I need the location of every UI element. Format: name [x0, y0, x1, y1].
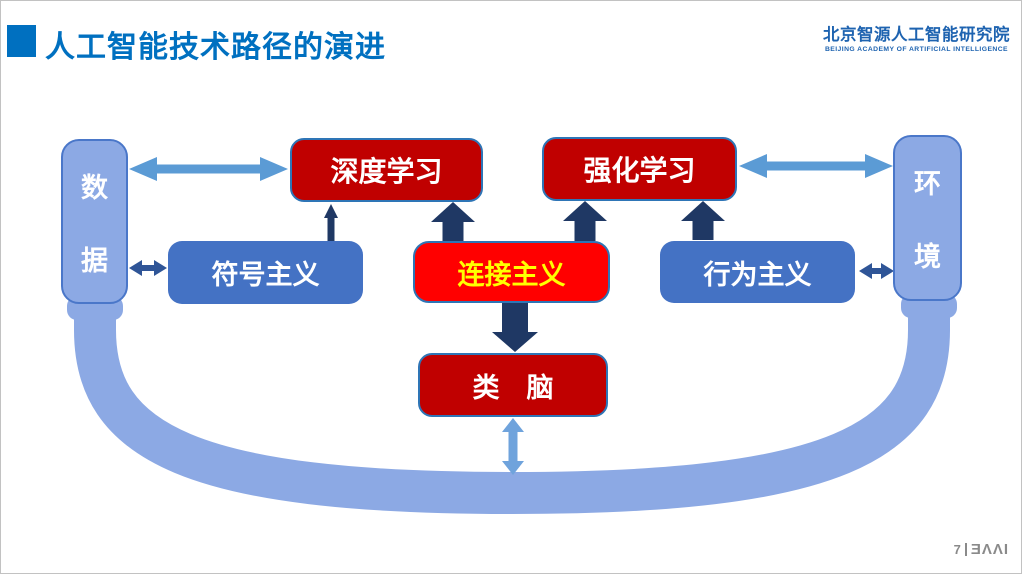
node-data-char-2: 据 [81, 245, 108, 276]
node-connectionism: 连接主义 [413, 241, 610, 303]
footer-divider [964, 543, 967, 556]
node-brain-inspired: 类 脑 [418, 353, 608, 417]
footer: 7 ƎΛΛI [954, 541, 1009, 558]
baai-footer-logo: ƎΛΛI [970, 541, 1009, 558]
arrow-rl-environment [739, 154, 893, 178]
node-symbolism: 符号主义 [168, 241, 363, 304]
brand-name-cn: 北京智源人工智能研究院 [823, 26, 1010, 44]
data-environment-loop-band [74, 296, 950, 515]
arrow-connectionism-deeplearning [431, 202, 475, 241]
arrow-behaviorism-environment [859, 263, 894, 279]
arrow-data-deeplearning [129, 157, 288, 181]
node-behaviorism: 行为主义 [660, 241, 855, 303]
node-environment: 环 境 [893, 135, 962, 301]
brand-name-en: BEIJING ACADEMY OF ARTIFICIAL INTELLIGEN… [824, 46, 1009, 53]
node-environment-char-1: 环 [914, 169, 941, 199]
arrow-data-symbolism [129, 260, 167, 276]
page-title: 人工智能技术路径的演进 [45, 31, 386, 64]
brand-logo: 北京智源人工智能研究院 BEIJING ACADEMY OF ARTIFICIA… [823, 21, 1010, 53]
arrow-brain-loop [502, 418, 524, 475]
arrow-connectionism-brain [492, 302, 538, 352]
node-reinforcement-learning: 强化学习 [542, 137, 737, 201]
node-environment-char-2: 境 [914, 242, 941, 272]
arrow-symbolism-deeplearning [324, 204, 338, 241]
node-data-char-1: 数 [81, 172, 108, 203]
title-bullet-square [7, 25, 36, 57]
node-data: 数 据 [61, 139, 128, 304]
arrow-connectionism-rl [563, 201, 607, 241]
arrow-behaviorism-rl [681, 201, 725, 240]
page-number: 7 [953, 542, 961, 557]
node-deep-learning: 深度学习 [290, 138, 483, 202]
